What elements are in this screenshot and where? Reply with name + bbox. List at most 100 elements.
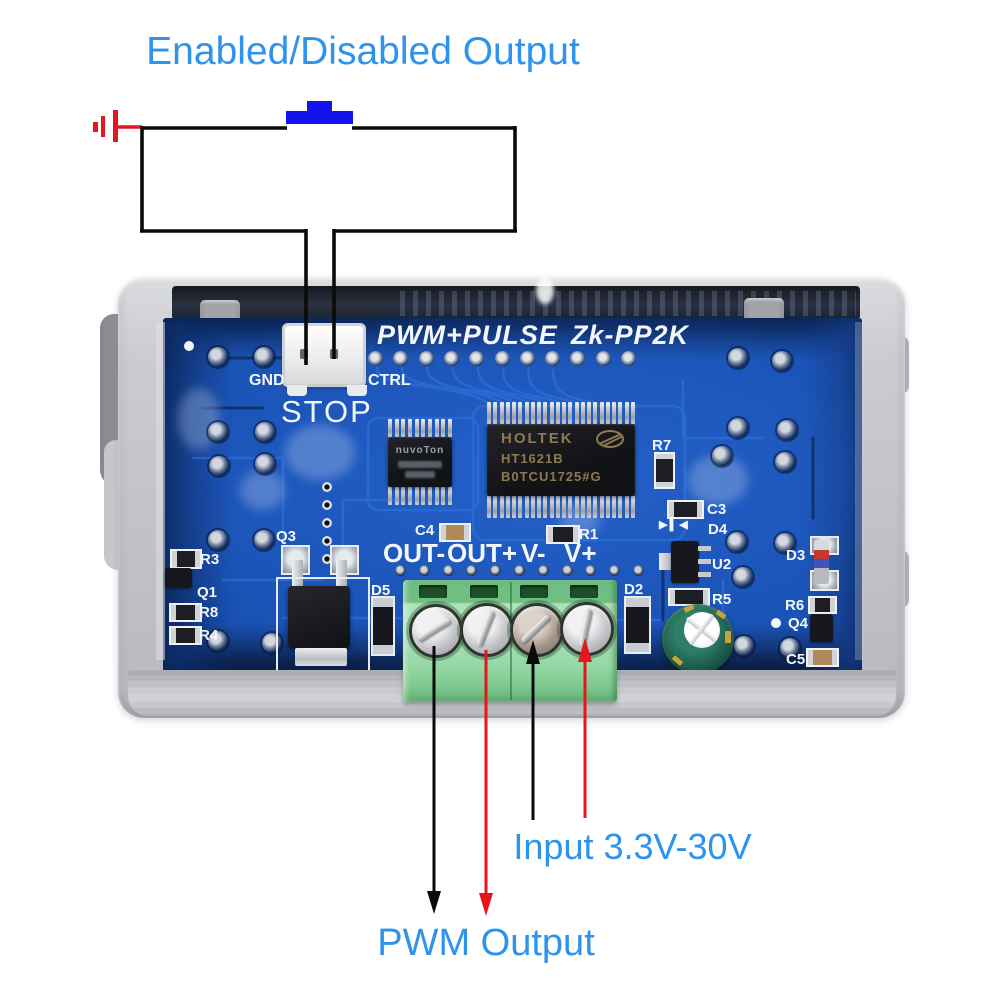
- power-source-icon: [93, 110, 142, 142]
- chip-pin: [630, 496, 635, 518]
- chip-pin: [593, 402, 598, 424]
- chip-pin: [414, 419, 419, 437]
- mosfet-lead: [336, 560, 347, 592]
- refdes-q1: Q1: [197, 584, 218, 601]
- case-inner-lip-right: [855, 322, 863, 660]
- lcd-part-text: HT1621B: [501, 450, 564, 466]
- transistor-q4: [810, 614, 833, 642]
- chip-pin: [549, 402, 554, 424]
- chip-pin: [407, 419, 412, 437]
- header-pad: [469, 351, 485, 366]
- silk-out-minus: OUT-: [383, 538, 446, 568]
- white-dot-pad: [184, 341, 194, 351]
- chip-pin: [394, 487, 399, 505]
- via-dot: [322, 536, 332, 546]
- solder-joint: [775, 452, 795, 472]
- resistor-r5: [668, 588, 710, 606]
- chip-pin: [568, 402, 573, 424]
- chip-pin: [574, 496, 579, 518]
- resistor-r4: [169, 626, 202, 645]
- silk-stop-label: STOP: [281, 394, 373, 429]
- chip-pin: [580, 402, 585, 424]
- header-pad: [418, 351, 434, 366]
- solder-joint: [775, 533, 795, 553]
- chip-pin: [605, 496, 610, 518]
- solder-joint: [727, 532, 747, 552]
- screw-slot: [417, 617, 452, 643]
- header-pad: [368, 351, 383, 366]
- terminal-wire-slot: [570, 585, 598, 598]
- lcd-pin-ridges: [400, 291, 856, 316]
- refdes-r1: R1: [579, 526, 599, 543]
- chip-pin: [555, 402, 560, 424]
- header-pad: [393, 351, 409, 366]
- terminal-pad: [633, 565, 644, 576]
- capacitor-c4: [439, 523, 471, 542]
- chip-pin: [505, 496, 510, 518]
- chip-pin: [434, 419, 439, 437]
- header-pad: [443, 351, 459, 366]
- chip-pin: [599, 496, 604, 518]
- solder-joint: [208, 422, 228, 442]
- terminal-pad: [442, 565, 454, 576]
- mosfet-tab: [295, 648, 347, 666]
- solder-joint: [254, 530, 274, 550]
- capacitor-c5: [806, 648, 839, 667]
- u2-leg: [698, 559, 711, 564]
- refdes-u2: U2: [712, 556, 732, 573]
- chip-pin: [524, 496, 529, 518]
- header-pad: [519, 351, 535, 366]
- refdes-r4: R4: [199, 627, 219, 644]
- resistor-r6: [808, 596, 837, 614]
- chip-pin: [505, 402, 510, 424]
- chip-pin: [487, 402, 491, 424]
- chip-pin: [612, 402, 616, 424]
- chip-pin: [421, 487, 426, 505]
- lcd-brand-text: HOLTEK: [501, 430, 574, 447]
- connector-wing: [287, 385, 307, 396]
- screw-v-plus: [560, 602, 614, 656]
- chip-pin: [493, 496, 498, 518]
- chip-pin: [549, 496, 554, 518]
- terminal-pad: [395, 565, 406, 576]
- refdes-r6: R6: [785, 597, 805, 614]
- chip-pin: [441, 419, 446, 437]
- solder-joint: [208, 631, 228, 651]
- resistor-r3: [170, 549, 202, 569]
- mosfet-q-body: [288, 586, 350, 648]
- chip-pin: [512, 496, 516, 518]
- chip-pin: [605, 402, 610, 424]
- terminal-pad: [537, 565, 549, 576]
- chip-pin: [530, 496, 535, 518]
- refdes-d5: D5: [371, 582, 391, 599]
- chip-pin: [530, 402, 535, 424]
- screw-out-plus: [460, 603, 514, 657]
- screw-slot: [520, 613, 551, 645]
- chip-pin: [427, 487, 432, 505]
- chip-pin: [587, 402, 591, 424]
- gnd-ctrl-connector: [282, 323, 366, 387]
- solder-joint: [772, 351, 792, 371]
- refdes-r3: R3: [200, 551, 220, 568]
- mcu-pins-top: [388, 419, 452, 437]
- silk-v-plus: V+: [564, 538, 597, 568]
- diode-d5: [371, 596, 395, 656]
- u2-tab: [659, 553, 673, 570]
- diode-d3: [814, 540, 829, 584]
- terminal-wire-slot: [419, 585, 447, 598]
- chip-pin: [618, 496, 623, 518]
- chip-pin: [421, 419, 426, 437]
- silk-model-zk-pp2k: Zk-PP2K: [571, 320, 690, 350]
- u2-leg: [698, 572, 711, 577]
- chip-pin: [568, 496, 573, 518]
- chip-pin: [499, 496, 504, 518]
- terminal-pad: [466, 565, 478, 576]
- terminal-pad: [609, 565, 621, 576]
- chip-pin: [388, 419, 392, 437]
- terminal-pad: [585, 565, 597, 576]
- lcd-driver-chip-holtek: HOLTEK HT1621B B0TCU1725#G: [487, 424, 635, 496]
- solder-joint: [254, 347, 274, 367]
- chip-pin: [401, 419, 406, 437]
- chip-pin: [618, 402, 623, 424]
- chip-pin: [499, 402, 504, 424]
